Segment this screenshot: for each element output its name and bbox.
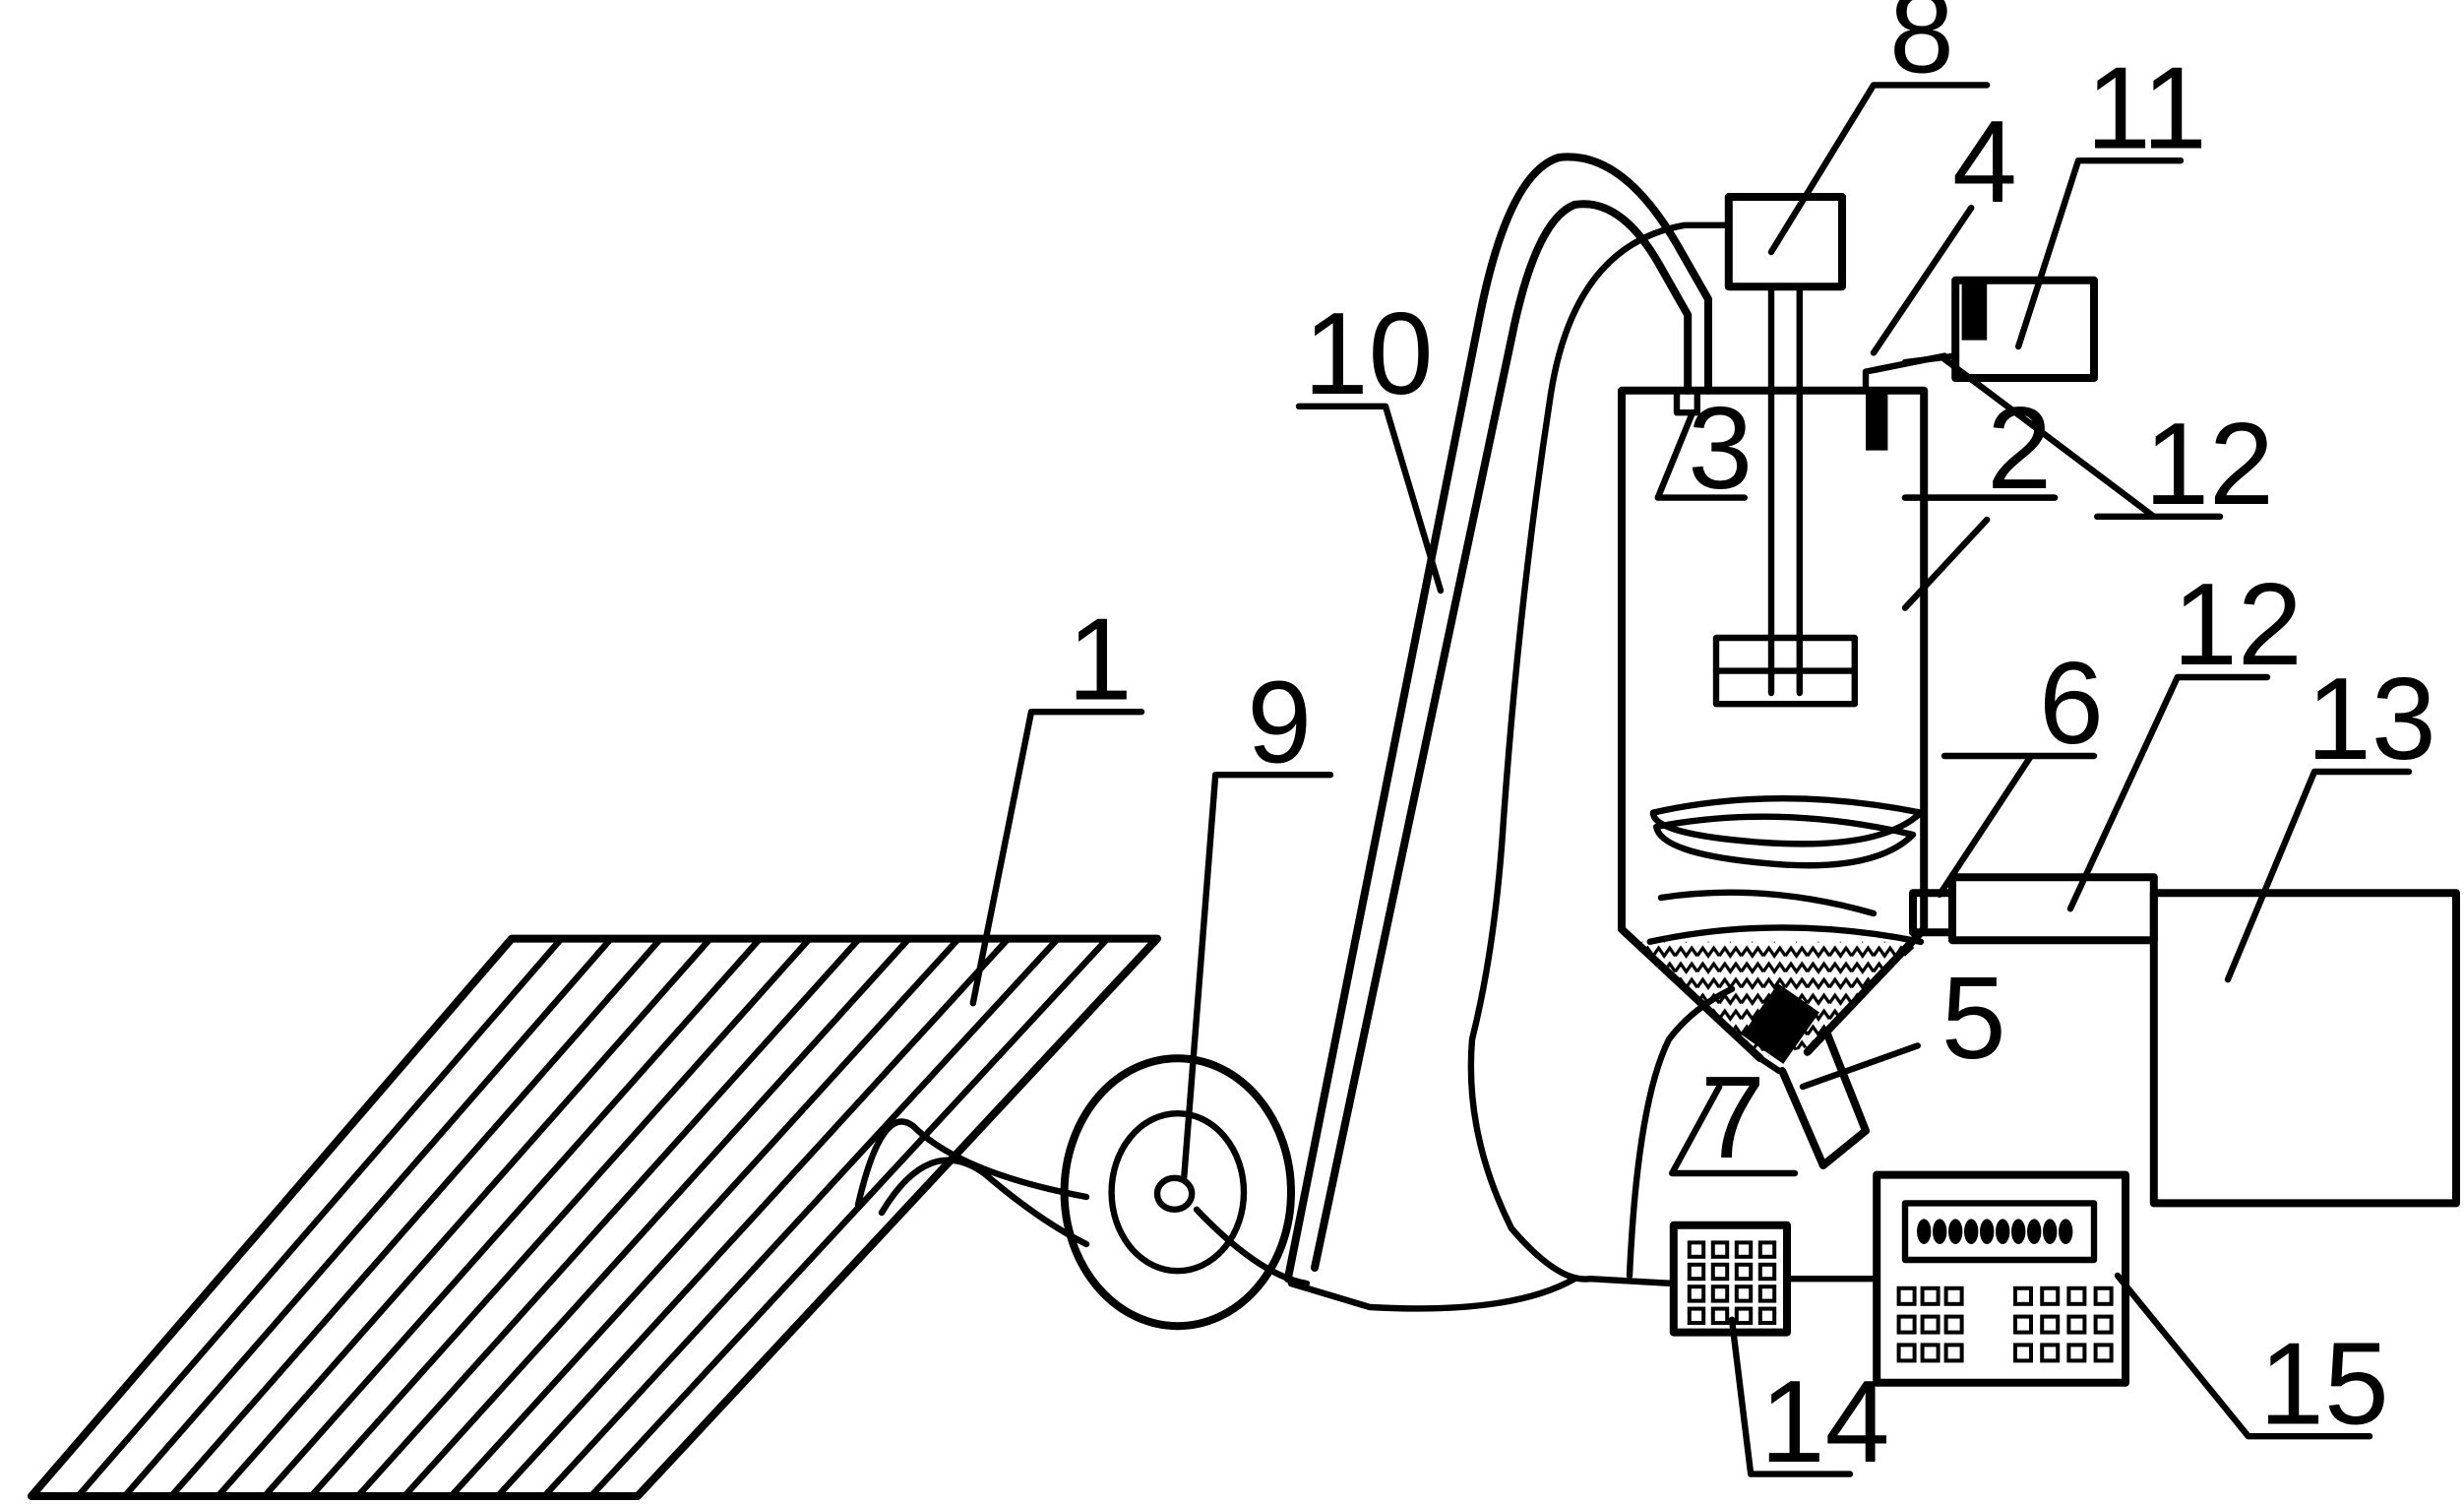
key xyxy=(1920,1285,1940,1306)
key xyxy=(2093,1314,2114,1335)
panel-stripe xyxy=(75,935,565,1500)
panel-stripe xyxy=(308,935,813,1500)
leader-lines xyxy=(969,82,2413,1477)
key xyxy=(1943,1343,1964,1363)
key xyxy=(1710,1240,1730,1259)
display-segment xyxy=(2027,1219,2042,1244)
key xyxy=(2093,1343,2114,1363)
display-segment xyxy=(1917,1219,1932,1244)
key xyxy=(1734,1285,1754,1303)
valve xyxy=(1909,889,1956,937)
key xyxy=(1687,1240,1706,1259)
panel-stripe xyxy=(215,935,714,1500)
panel-stripe xyxy=(587,935,1111,1500)
storage-tank xyxy=(2149,889,2460,1208)
display-segment xyxy=(1964,1219,1979,1244)
key xyxy=(2040,1285,2061,1306)
control-keypad xyxy=(1669,1221,1791,1337)
key xyxy=(1943,1314,1964,1335)
display-segment xyxy=(2043,1219,2058,1244)
panel-stripe xyxy=(400,935,912,1500)
display-segment xyxy=(1996,1219,2010,1244)
label-10: 10 xyxy=(1304,289,1434,419)
panel-stripe xyxy=(121,935,615,1500)
panel-stripe xyxy=(448,935,962,1500)
wheel xyxy=(1060,1054,1295,1331)
key xyxy=(2066,1314,2087,1335)
display-segment xyxy=(1980,1219,1995,1244)
panel-stripe xyxy=(354,935,863,1500)
key xyxy=(1734,1306,1754,1326)
panel-stripe xyxy=(167,935,664,1500)
display-segment xyxy=(1933,1219,1947,1244)
key xyxy=(1710,1285,1730,1303)
controller xyxy=(1873,1170,2129,1387)
key xyxy=(1734,1240,1754,1259)
key xyxy=(1896,1314,1917,1335)
label-6: 6 xyxy=(2039,639,2104,769)
key xyxy=(1687,1306,1706,1326)
label-14: 14 xyxy=(1760,1357,1890,1487)
key xyxy=(1757,1240,1777,1259)
panel-stripe xyxy=(494,935,1012,1500)
key xyxy=(1943,1285,1964,1306)
label-7: 7 xyxy=(1700,1053,1765,1183)
key xyxy=(1920,1314,1940,1335)
pump-box xyxy=(1901,276,2098,383)
key xyxy=(2013,1343,2033,1363)
label-12-lower: 12 xyxy=(2173,560,2303,690)
display-segment xyxy=(2011,1219,2026,1244)
label-3: 3 xyxy=(1688,384,1753,514)
key xyxy=(1734,1262,1754,1282)
label-13: 13 xyxy=(2307,655,2436,784)
key xyxy=(1710,1262,1730,1282)
key xyxy=(2013,1285,2033,1306)
label-9: 9 xyxy=(1247,658,1312,787)
label-12-upper: 12 xyxy=(2144,400,2274,530)
key xyxy=(1757,1285,1777,1303)
label-2: 2 xyxy=(1987,384,2052,514)
panel-stripe xyxy=(541,935,1062,1500)
lower-pipe xyxy=(1948,873,2158,945)
label-1: 1 xyxy=(1068,595,1133,724)
display-segment xyxy=(1948,1219,1963,1244)
key xyxy=(1896,1343,1917,1363)
label-4: 4 xyxy=(1952,97,2017,227)
wires xyxy=(854,221,1880,1312)
solar-panel xyxy=(28,934,1161,1500)
key xyxy=(1757,1306,1777,1326)
key xyxy=(2093,1285,2114,1306)
key xyxy=(1757,1262,1777,1282)
part-labels: 1 2 3 4 5 6 7 8 9 10 11 12 12 13 14 15 xyxy=(1068,0,2436,1487)
sensor xyxy=(1862,352,1948,451)
label-5: 5 xyxy=(1941,954,2006,1084)
key xyxy=(2040,1314,2061,1335)
key xyxy=(2013,1314,2033,1335)
key xyxy=(2066,1343,2087,1363)
label-8: 8 xyxy=(1889,0,1954,98)
key xyxy=(2040,1343,2061,1363)
key xyxy=(1920,1343,1940,1363)
motor xyxy=(1712,193,1859,708)
key xyxy=(1687,1285,1706,1303)
key xyxy=(1710,1306,1730,1326)
display-segment xyxy=(2059,1219,2073,1244)
label-11: 11 xyxy=(2086,43,2207,173)
key xyxy=(2066,1285,2087,1306)
label-15: 15 xyxy=(2259,1319,2389,1449)
key xyxy=(1687,1262,1706,1282)
outlet-pipe xyxy=(1778,1028,1870,1169)
key xyxy=(1896,1285,1917,1306)
panel-stripe xyxy=(261,935,764,1500)
